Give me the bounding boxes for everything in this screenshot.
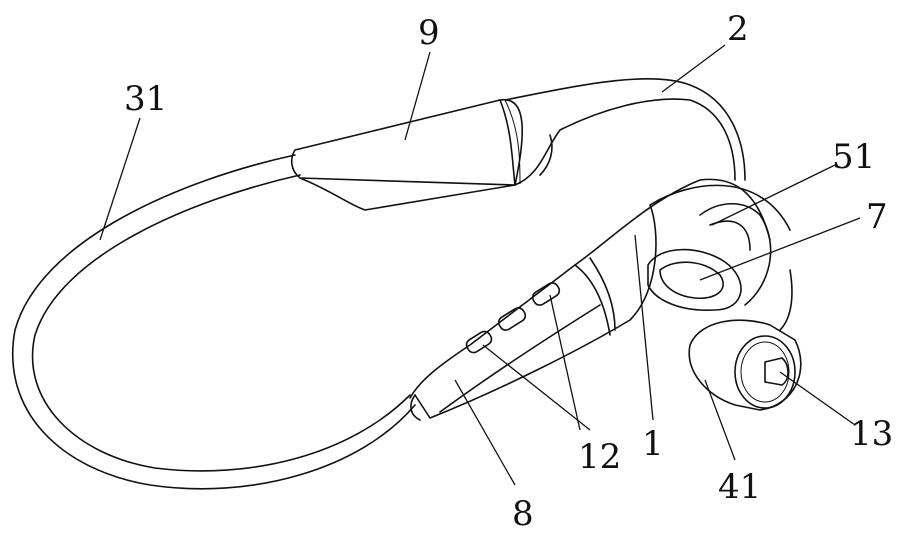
label-12: 12 — [578, 437, 621, 477]
rear-hook — [505, 79, 745, 185]
label-51: 51 — [832, 137, 875, 177]
earpiece-front — [648, 250, 741, 311]
buttons — [464, 281, 561, 355]
label-2: 2 — [727, 9, 749, 49]
label-13: 13 — [850, 414, 893, 454]
reference-numerals: 9 2 31 51 7 1 12 8 41 13 — [124, 9, 893, 533]
label-41: 41 — [718, 467, 761, 507]
label-1: 1 — [642, 424, 664, 464]
label-7: 7 — [866, 197, 888, 237]
label-9: 9 — [418, 13, 440, 53]
battery-housing — [292, 100, 523, 210]
leader-lines — [100, 45, 860, 485]
label-31: 31 — [124, 79, 167, 119]
label-8: 8 — [512, 494, 534, 533]
transducer — [689, 270, 801, 410]
